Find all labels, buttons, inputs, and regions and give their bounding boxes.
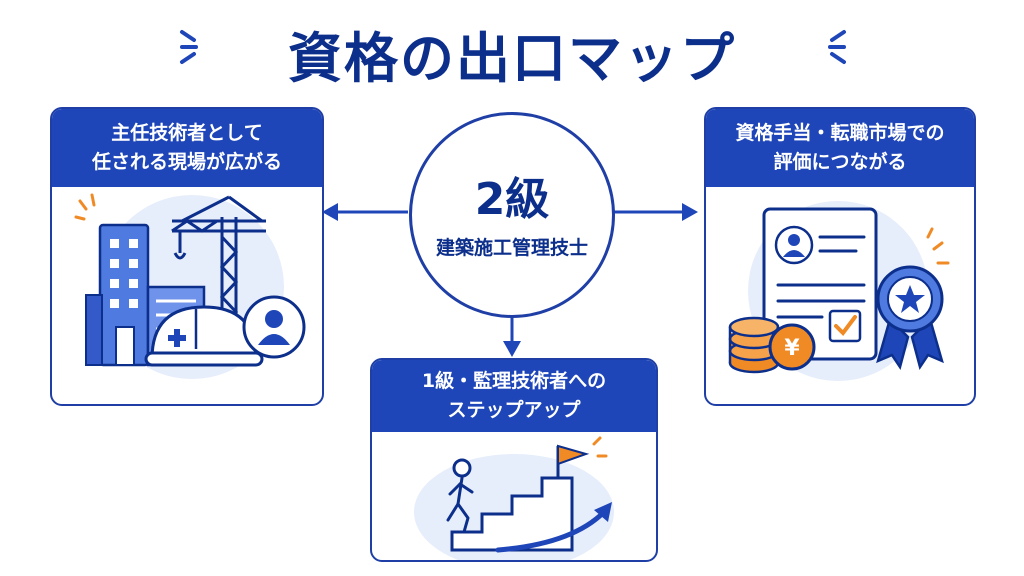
card-title-line1: 資格手当・転職市場での <box>735 122 945 144</box>
arrow-right <box>610 203 698 221</box>
hub-qualification-name: 建築施工管理技士 <box>435 237 588 259</box>
card-step-up: 1級・監理技術者への ステップアップ <box>370 358 658 562</box>
center-hub: 2級 建築施工管理技士 <box>409 112 615 318</box>
spark-icon <box>592 436 608 458</box>
stepup-illustration <box>414 436 614 560</box>
resume-icon <box>762 207 878 361</box>
svg-text:¥: ¥ <box>784 336 800 361</box>
left-sparkle-icon <box>180 30 198 64</box>
hub-grade: 2級 <box>474 174 550 225</box>
flag-icon <box>556 444 590 478</box>
evaluation-illustration: ¥ <box>728 201 950 381</box>
arrow-left <box>322 203 408 221</box>
page-title: 資格の出口マップ <box>288 27 736 90</box>
yen-coin-icon: ¥ <box>768 323 816 371</box>
card-title-line2: ステップアップ <box>447 399 581 421</box>
card-header: 主任技術者として 任される現場が広がる <box>52 109 322 187</box>
spark-icon <box>74 193 96 221</box>
award-badge-icon <box>876 265 944 370</box>
growth-arrow-icon <box>495 502 612 553</box>
card-title-line1: 主任技術者として <box>111 122 263 144</box>
stairs-icon <box>450 476 574 552</box>
arrow-down <box>503 313 521 357</box>
construction-illustration <box>74 193 306 379</box>
person-icon <box>242 295 306 359</box>
card-title-line2: 任される現場が広がる <box>91 151 282 173</box>
climbing-person-icon <box>446 458 474 534</box>
card-site-scope: 主任技術者として 任される現場が広がる <box>50 107 324 406</box>
card-header: 資格手当・転職市場での 評価につながる <box>706 109 974 187</box>
right-sparkle-icon <box>828 30 846 64</box>
hard-hat-icon <box>144 305 264 367</box>
card-title-line2: 評価につながる <box>773 151 907 173</box>
spark-icon <box>926 227 950 265</box>
card-header: 1級・監理技術者への ステップアップ <box>372 360 656 432</box>
card-title-line1: 1級・監理技術者への <box>421 370 607 392</box>
card-allowance-career: 資格手当・転職市場での 評価につながる <box>704 107 976 406</box>
